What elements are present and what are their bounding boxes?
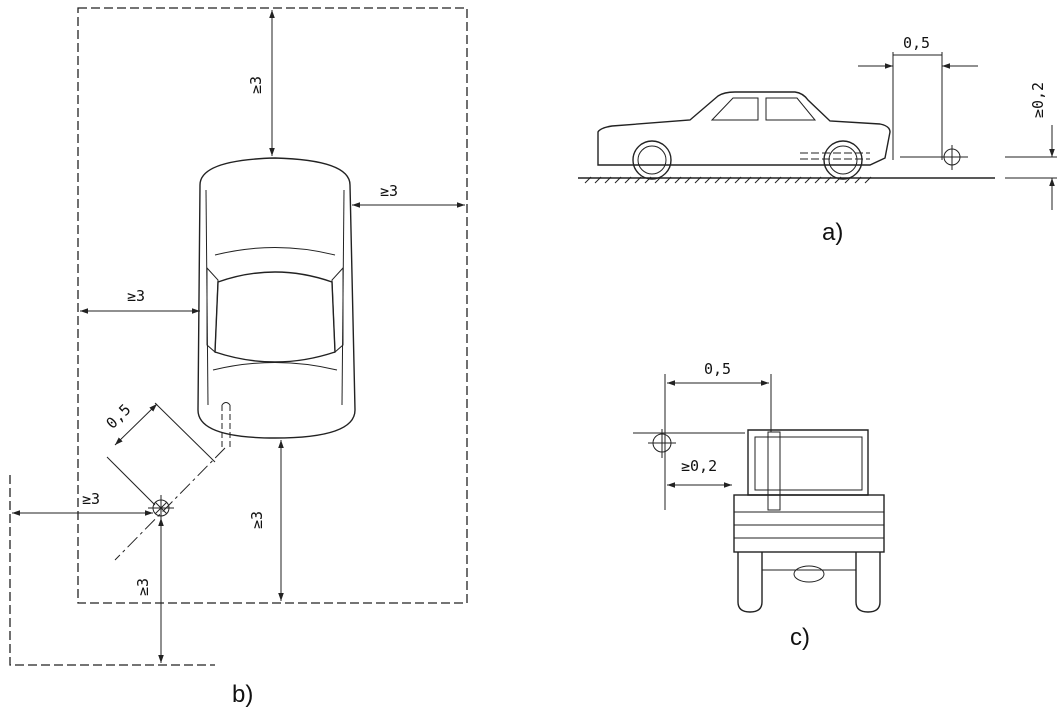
caption-b: b) — [232, 681, 253, 708]
safety-zone-boundary — [77, 7, 468, 604]
label-b-diag: 0,5 — [103, 401, 135, 433]
label-b-ext-bottom: ≥3 — [134, 578, 152, 596]
truck-rear-view — [733, 429, 885, 613]
nozzle-marker-a — [900, 145, 968, 170]
view-a-side: 0,5 ≥0,2 a) — [578, 34, 1057, 246]
label-a-height: ≥0,2 — [1029, 82, 1047, 118]
label-b-ext-left: ≥3 — [82, 490, 100, 508]
caption-a: a) — [822, 219, 843, 246]
label-b-right: ≥3 — [380, 182, 398, 200]
label-b-bottom: ≥3 — [248, 511, 266, 529]
car-top-view — [197, 157, 356, 450]
diag-axis-line — [114, 447, 226, 561]
nozzle-marker-b — [148, 495, 174, 521]
nozzle-marker-c — [633, 429, 745, 458]
extended-zone-boundary — [9, 475, 215, 666]
view-c-rear: 0,5 ≥0,2 c) — [633, 360, 885, 651]
label-c-dist: 0,5 — [704, 360, 731, 378]
car-side-view — [597, 91, 891, 180]
label-a-dist: 0,5 — [903, 34, 930, 52]
label-b-left: ≥3 — [127, 287, 145, 305]
dim-diag-arrow — [114, 403, 158, 446]
caption-c: c) — [790, 624, 810, 651]
label-c-height: ≥0,2 — [681, 457, 717, 475]
view-b-plan: ≥3 ≥3 ≥3 ≥3 0,5 ≥3 ≥3 b) — [9, 7, 468, 708]
label-b-top: ≥3 — [247, 76, 265, 94]
